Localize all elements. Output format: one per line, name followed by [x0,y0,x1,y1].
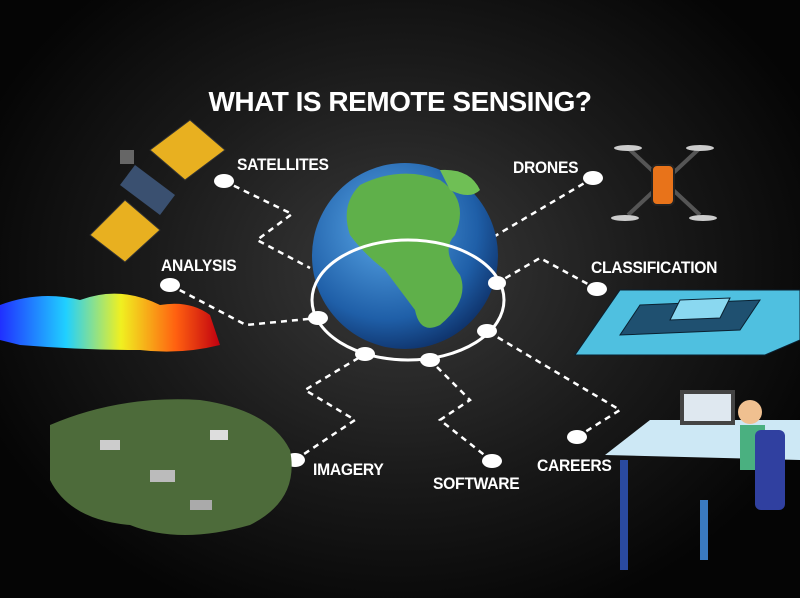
line-satellites [223,179,311,270]
heatmap-terrain-illustration [0,293,220,352]
node-dots [160,171,607,468]
satellite-illustration [89,119,226,263]
label-analysis: ANALYSIS [161,256,237,275]
desk-worker-illustration [605,390,800,570]
drone-illustration [611,145,717,221]
page-title: WHAT IS REMOTE SENSING? [208,86,592,117]
label-drones: DRONES [513,158,579,177]
line-software [429,359,493,462]
line-imagery [294,352,366,462]
label-satellites: SATELLITES [237,155,329,174]
label-classification: CLASSIFICATION [591,258,718,277]
orbit-ring [310,238,506,362]
line-drones [494,176,594,238]
connector-lines [169,176,623,462]
aerial-imagery-illustration [50,399,292,535]
label-imagery: IMAGERY [313,460,384,479]
line-careers [486,329,623,439]
label-careers: CAREERS [537,456,612,475]
classification-grid-illustration [574,289,800,356]
label-software: SOFTWARE [433,474,520,493]
line-analysis [169,283,319,327]
line-classification [496,256,598,291]
globe [312,163,498,349]
